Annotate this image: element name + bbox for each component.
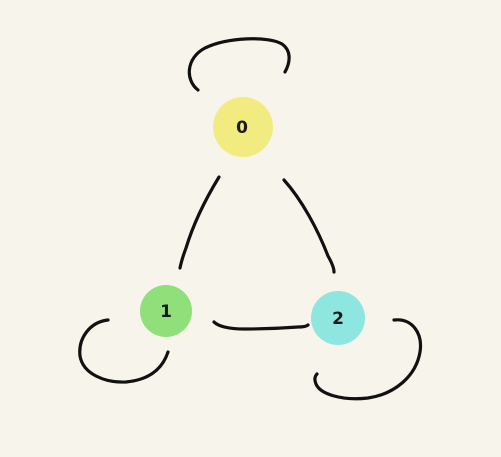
edges bbox=[78, 37, 423, 401]
edge-0-to-2 bbox=[282, 178, 336, 274]
node-1-label: 1 bbox=[160, 302, 172, 322]
node-2: 2 bbox=[311, 291, 365, 345]
node-1: 1 bbox=[140, 285, 192, 337]
node-2-label: 2 bbox=[332, 309, 344, 329]
edge-0-to-1 bbox=[178, 175, 221, 270]
node-0: 0 bbox=[213, 97, 273, 157]
node-0-circle bbox=[213, 97, 273, 157]
node-0-label: 0 bbox=[236, 118, 248, 138]
node-1-circle bbox=[140, 285, 192, 337]
node-2-circle bbox=[311, 291, 365, 345]
edge-self-loop-1 bbox=[78, 318, 170, 384]
edge-self-loop-2 bbox=[313, 318, 423, 401]
edge-1-to-2 bbox=[212, 320, 310, 331]
edge-self-loop-0 bbox=[187, 37, 291, 92]
